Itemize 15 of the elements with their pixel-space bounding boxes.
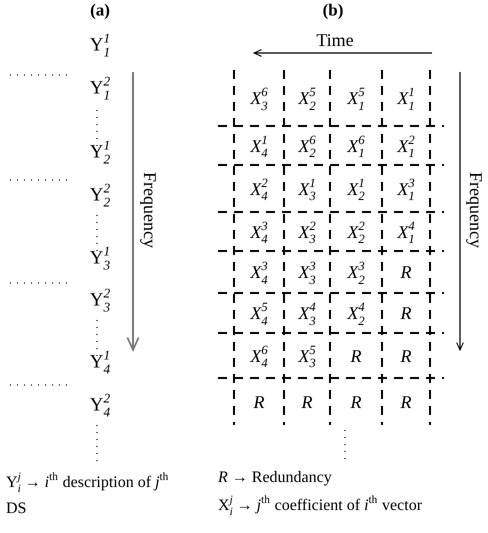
table-cell: R [400,346,412,364]
table-cell: R [400,304,412,322]
table-cell: R [350,346,362,364]
panel-label: (b) [322,2,344,18]
table-cell: R [400,263,412,281]
axis-label: Frequency [141,172,159,248]
axis-label: Frequency [467,172,485,248]
axis-label: Time [316,31,354,49]
table-cell: R [400,392,412,410]
key-text: R → Redundancy [218,470,332,486]
table-cell: R [350,392,362,410]
panel-label: (a) [90,2,110,18]
table-cell: R [302,392,312,410]
table-cell: R [254,392,264,410]
key-text: Y$^{j}$$_{i}$ → i$^{th}$ description of j$^{th}$ DS [6,470,170,519]
